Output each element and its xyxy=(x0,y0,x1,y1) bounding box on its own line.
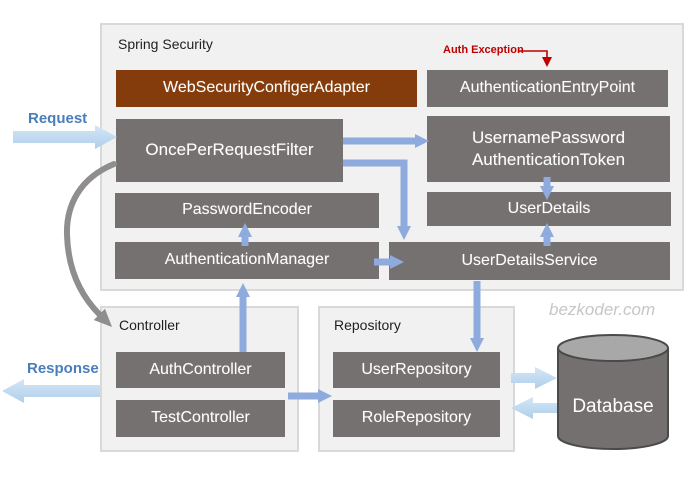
box-user-details-service: UserDetailsService xyxy=(389,242,670,280)
box-role-repository: RoleRepository xyxy=(333,400,500,437)
auth-exception-label: Auth Exception xyxy=(443,44,524,56)
box-test-controller: TestController xyxy=(116,400,285,437)
box-label: TestController xyxy=(151,409,250,427)
box-label: RoleRepository xyxy=(361,409,472,427)
box-authentication-manager: AuthenticationManager xyxy=(115,242,379,279)
controller-title: Controller xyxy=(119,317,180,333)
database-body xyxy=(557,348,669,450)
box-label: AuthenticationEntryPoint xyxy=(459,79,636,97)
box-password-encoder: PasswordEncoder xyxy=(115,193,379,228)
box-web-security-configer-adapter: WebSecurityConfigerAdapter xyxy=(116,70,417,107)
box-label: UserDetailsService xyxy=(461,251,598,269)
box-label: AuthController xyxy=(149,360,252,378)
box-label: PasswordEncoder xyxy=(182,201,312,219)
response-label: Response xyxy=(27,360,99,377)
box-username-password-authentication-token: UsernamePassword AuthenticationToken xyxy=(427,116,670,182)
box-label: UserDetails xyxy=(507,199,591,217)
database-top xyxy=(557,334,669,362)
box-label-line1: UsernamePassword xyxy=(471,127,626,147)
arrow-database-to-role-repository xyxy=(511,397,557,419)
database-cylinder: Database xyxy=(557,334,669,450)
request-label: Request xyxy=(28,110,88,127)
box-label-line2: AuthenticationToken xyxy=(471,150,626,169)
box-auth-controller: AuthController xyxy=(116,352,285,388)
repository-title: Repository xyxy=(334,317,401,333)
box-label: AuthenticationManager xyxy=(164,251,330,269)
box-user-details: UserDetails xyxy=(427,192,671,226)
box-label: UserRepository xyxy=(361,360,472,378)
database-label: Database xyxy=(572,396,653,417)
box-label: OncePerRequestFilter xyxy=(145,140,314,160)
spring-security-title: Spring Security xyxy=(118,36,213,52)
box-once-per-request-filter: OncePerRequestFilter xyxy=(116,119,343,182)
box-user-repository: UserRepository xyxy=(333,352,500,388)
arrow-user-repository-to-database xyxy=(511,367,557,389)
box-authentication-entry-point: AuthenticationEntryPoint xyxy=(427,70,668,107)
box-label: WebSecurityConfigerAdapter xyxy=(163,79,370,97)
watermark: bezkoder.com xyxy=(549,300,656,319)
arrow-response xyxy=(2,379,100,403)
